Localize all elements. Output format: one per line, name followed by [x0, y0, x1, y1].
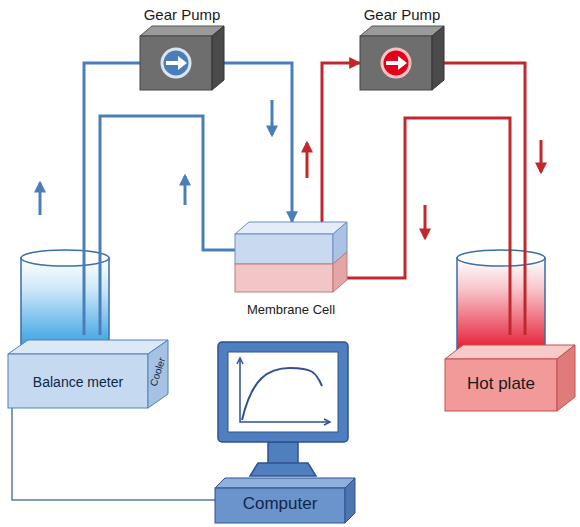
pump-rotor	[162, 49, 190, 77]
pump-top	[140, 26, 224, 36]
text-slot: Gear Pump	[348, 6, 456, 24]
pump-front	[360, 36, 432, 90]
monitor-base	[250, 463, 316, 476]
computer-side	[345, 478, 355, 523]
text-slot: Hot plate	[445, 374, 557, 394]
connector	[224, 63, 292, 222]
flow-arrow	[271, 100, 274, 135]
hotplate-label: Hot plate	[445, 374, 557, 394]
connector	[322, 63, 360, 222]
hot-return-pipe	[444, 63, 525, 335]
pump-direction	[386, 56, 407, 70]
hotplate-top	[445, 345, 575, 359]
pump-side	[212, 26, 224, 90]
hotplate-side	[557, 345, 575, 411]
cell-cold-side	[235, 234, 333, 264]
plot-axis-heads	[237, 358, 330, 425]
balance-meter: Balance meterCooler	[8, 340, 168, 408]
pump-label: Gear Pump	[348, 6, 456, 24]
computer-label: Computer	[215, 494, 345, 514]
pump-rotor	[382, 49, 410, 77]
gear-pump: Gear Pump	[140, 8, 224, 90]
hot-beaker-rim	[457, 250, 545, 266]
flow-arrow	[424, 205, 427, 238]
cell-label: Membrane Cell	[223, 302, 359, 318]
hot-plate: Hot plate	[445, 345, 575, 411]
flow-arrow	[184, 176, 187, 205]
cell-hot-side	[235, 264, 333, 292]
pump-front	[140, 36, 212, 90]
gear-pump: Gear Pump	[360, 8, 444, 90]
flow-arrow	[39, 183, 42, 215]
computer-box: Computer	[215, 478, 355, 524]
cell-top	[235, 222, 347, 234]
hotplate-front	[445, 359, 557, 411]
balance-label: Balance meter	[8, 374, 148, 391]
cold-beaker-rim	[21, 250, 109, 266]
text-slot: Membrane Cell	[223, 302, 359, 318]
flow-arrow	[306, 143, 309, 178]
plot-curve	[242, 368, 322, 420]
text-slot: Gear Pump	[128, 6, 236, 24]
monitor-frame	[218, 342, 348, 442]
cold-feed-pipe	[84, 63, 140, 335]
connector	[12, 408, 215, 500]
membrane-cell: Membrane Cell	[235, 222, 347, 322]
text-slot: Computer	[215, 494, 345, 514]
pump-direction	[166, 56, 187, 70]
balance-front	[8, 354, 148, 408]
pump-label: Gear Pump	[128, 6, 236, 24]
monitor-screen	[228, 352, 338, 432]
cold-return-pipe	[100, 116, 235, 335]
monitor-neck	[268, 442, 298, 464]
text-slot: Balance meter	[8, 374, 148, 391]
hot-feed-pipe	[347, 118, 510, 335]
plot-axes	[240, 360, 330, 422]
pump-side	[432, 26, 444, 90]
pump-top	[360, 26, 444, 36]
flow-arrow	[540, 140, 543, 172]
cell-hot-edge	[333, 252, 347, 292]
computer-top	[215, 478, 355, 488]
balance-top	[8, 340, 168, 354]
computer-front	[215, 488, 345, 523]
